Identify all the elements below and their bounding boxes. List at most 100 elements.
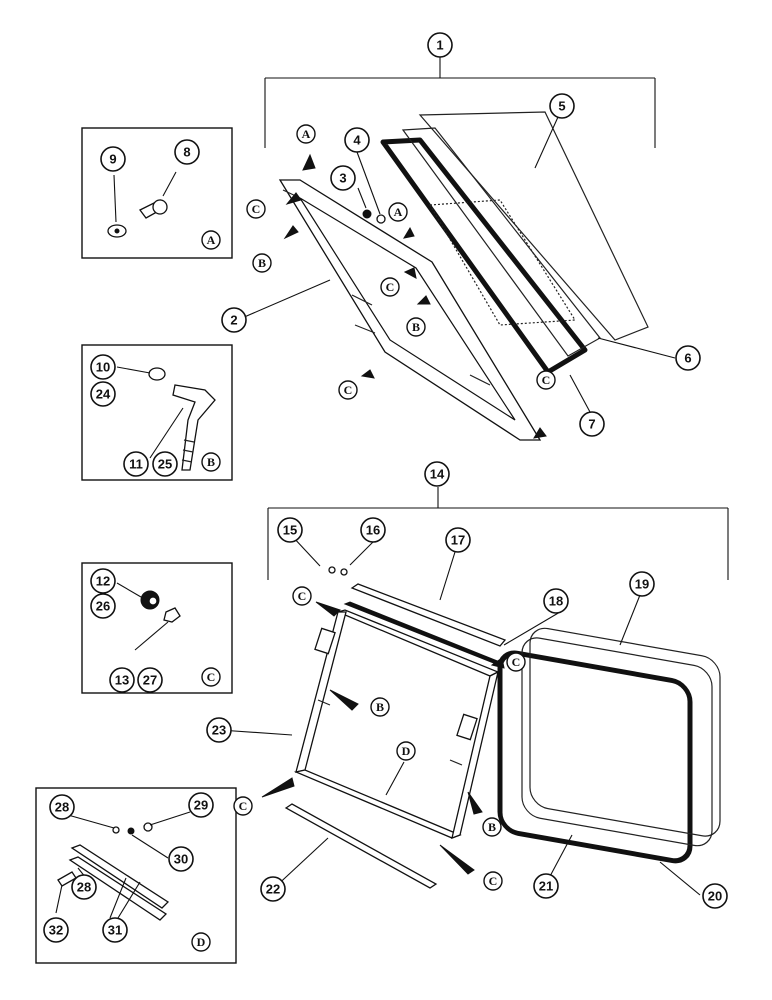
window-glass-19 [521, 627, 721, 847]
pointer-wedges-lower [261, 601, 505, 875]
svg-text:16: 16 [366, 523, 380, 538]
svg-text:20: 20 [708, 889, 722, 904]
svg-text:23: 23 [212, 723, 226, 738]
svg-text:C: C [489, 874, 498, 888]
callout-25: 25 [152, 451, 178, 477]
svg-text:B: B [412, 320, 420, 334]
detail-box-b [81, 344, 233, 481]
svg-text:A: A [394, 205, 403, 219]
svg-text:C: C [512, 655, 521, 669]
svg-text:4: 4 [353, 133, 361, 148]
letter-c-4: C [536, 370, 556, 390]
svg-text:B: B [207, 455, 215, 469]
nut-13 [134, 607, 181, 651]
svg-text:C: C [239, 799, 248, 813]
svg-text:11: 11 [129, 457, 143, 472]
svg-text:22: 22 [266, 882, 280, 897]
svg-text:C: C [207, 670, 216, 684]
svg-text:10: 10 [96, 360, 110, 375]
svg-text:A: A [207, 233, 216, 247]
window-seal-7 [380, 137, 588, 375]
svg-text:B: B [488, 820, 496, 834]
assembly-1-bracket [264, 56, 656, 148]
callout-18: 18 [543, 588, 569, 614]
detail-box-d [35, 787, 237, 964]
callout-29: 29 [188, 792, 214, 818]
svg-text:A: A [302, 127, 311, 141]
letter-c-1: C [246, 199, 266, 219]
callout-23: 23 [206, 717, 232, 743]
callout-11: 11 [123, 451, 149, 477]
callout-10: 10 [90, 354, 116, 380]
svg-text:24: 24 [96, 387, 111, 402]
callout-24: 24 [90, 381, 116, 407]
svg-text:C: C [542, 373, 551, 387]
svg-text:9: 9 [109, 152, 116, 167]
pointer-wedges [283, 153, 547, 439]
svg-text:17: 17 [451, 533, 465, 548]
svg-text:19: 19 [635, 577, 649, 592]
svg-text:29: 29 [194, 798, 208, 813]
callout-21: 21 [533, 873, 559, 899]
callout-27: 27 [137, 667, 163, 693]
callout-2: 2 [221, 307, 247, 333]
svg-text:18: 18 [549, 594, 563, 609]
strip-22 [284, 803, 438, 889]
letter-b-box: B [201, 452, 221, 472]
callout-13: 13 [109, 667, 135, 693]
svg-text:31: 31 [108, 923, 122, 938]
knob-12 [116, 582, 160, 610]
letter-a-2: A [388, 202, 408, 222]
svg-text:15: 15 [283, 523, 297, 538]
svg-text:B: B [376, 700, 384, 714]
svg-text:C: C [252, 202, 261, 216]
window-seal-21 [497, 650, 693, 864]
svg-text:28: 28 [77, 880, 91, 895]
callout-19: 19 [629, 571, 655, 597]
letter-c-box: C [201, 667, 221, 687]
letter-a-box: A [201, 230, 221, 250]
svg-text:28: 28 [55, 800, 69, 815]
callout-14: 14 [424, 461, 450, 487]
callout-31: 31 [102, 917, 128, 943]
hinge-bolt-11 [149, 384, 216, 471]
letter-d-1: D [396, 741, 416, 761]
letter-c-2: C [380, 277, 400, 297]
letter-c-8: C [483, 871, 503, 891]
callout-5: 5 [549, 93, 575, 119]
svg-text:D: D [197, 935, 206, 949]
letter-d-box: D [191, 932, 211, 952]
svg-text:30: 30 [174, 852, 188, 867]
svg-text:27: 27 [143, 673, 157, 688]
svg-text:1: 1 [436, 38, 443, 53]
callout-20: 20 [702, 883, 728, 909]
svg-text:21: 21 [539, 879, 553, 894]
bolt-3 [362, 209, 372, 219]
letter-b-3: B [370, 697, 390, 717]
callout-6: 6 [675, 345, 701, 371]
callout-16: 16 [360, 517, 386, 543]
strip-17 [350, 583, 507, 647]
screw-15 [328, 566, 336, 574]
svg-text:26: 26 [96, 599, 110, 614]
detail-box-c [81, 562, 233, 694]
svg-text:7: 7 [588, 417, 595, 432]
callout-9: 9 [100, 146, 126, 172]
nut-4 [376, 214, 386, 224]
letter-b-1: B [252, 253, 272, 273]
rail-31 [68, 844, 170, 921]
letter-b-2: B [406, 317, 426, 337]
svg-text:12: 12 [96, 574, 110, 589]
screw-8 [139, 171, 177, 219]
letter-c-6: C [506, 652, 526, 672]
callout-17: 17 [445, 527, 471, 553]
nut-16 [340, 568, 348, 576]
svg-text:3: 3 [339, 171, 346, 186]
assembly-14-bracket [267, 487, 729, 580]
svg-text:D: D [402, 744, 411, 758]
svg-text:32: 32 [49, 923, 63, 938]
callout-12: 12 [90, 568, 116, 594]
letter-c-3: C [338, 380, 358, 400]
letter-b-4: B [482, 817, 502, 837]
